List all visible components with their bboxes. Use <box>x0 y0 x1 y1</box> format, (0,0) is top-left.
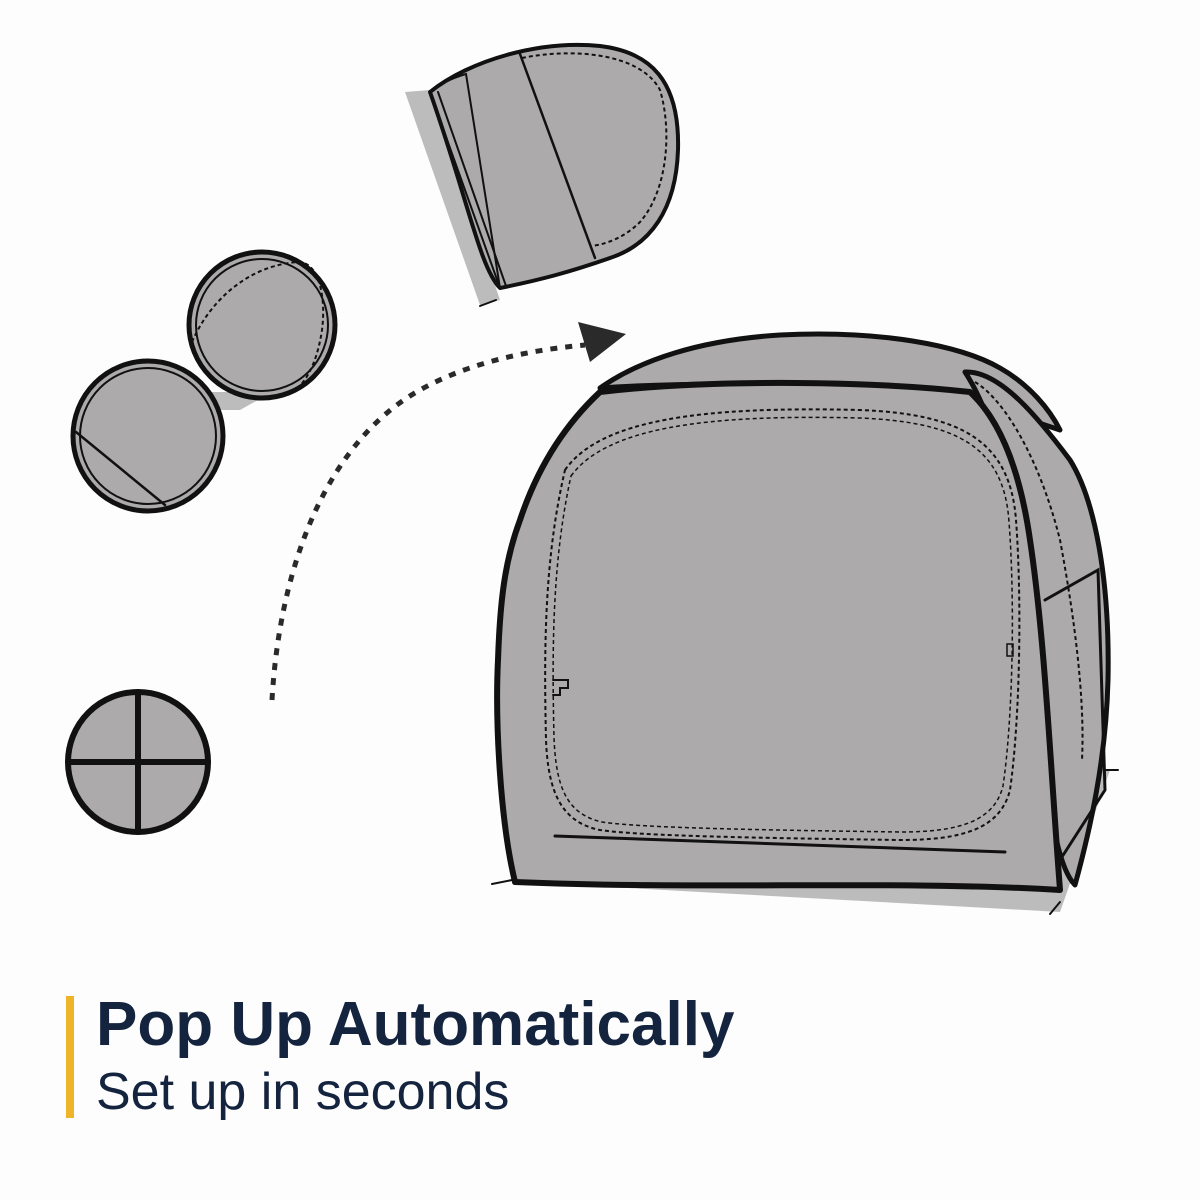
popup-sequence-illustration <box>65 42 1119 915</box>
half-open-tent-icon <box>405 42 681 305</box>
tent-icon <box>479 299 1119 915</box>
dashed-arrow-icon <box>269 322 626 701</box>
subheadline: Set up in seconds <box>96 1063 510 1121</box>
unfolding-tent-icon <box>70 249 338 514</box>
folded-tent-icon <box>65 689 211 835</box>
caption-block: Pop Up Automatically Set up in seconds <box>66 992 966 1121</box>
accent-bar <box>66 996 74 1118</box>
headline: Pop Up Automatically <box>96 990 735 1059</box>
